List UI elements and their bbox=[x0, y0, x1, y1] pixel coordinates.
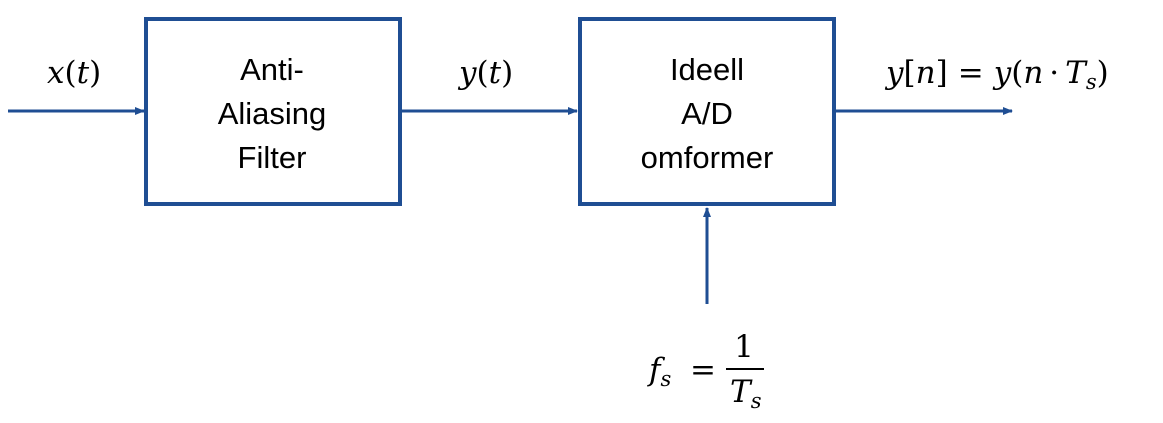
anti-aliasing-filter-label-line-1: Anti- bbox=[240, 52, 304, 87]
ad-converter-label-line-3: omformer bbox=[641, 140, 774, 175]
ad-converter-label-line-1: Ideell bbox=[670, 52, 744, 87]
input-signal-label: x(t) bbox=[47, 55, 101, 91]
anti-aliasing-filter-block bbox=[144, 17, 402, 206]
ad-converter-label-line-2: A/D bbox=[681, 96, 733, 131]
sampling-frequency-formula: fs = 1 Ts bbox=[647, 329, 764, 413]
filtered-signal-label: y(t) bbox=[457, 55, 513, 91]
sampling-f-label: fs bbox=[647, 352, 671, 391]
sampling-equals: = bbox=[690, 352, 716, 388]
anti-aliasing-filter-label-line-3: Filter bbox=[238, 140, 307, 175]
anti-aliasing-filter-label-line-2: Aliasing bbox=[218, 96, 327, 131]
output-signal-label: y[n]=y(n·Ts) bbox=[884, 55, 1109, 94]
ad-converter-block bbox=[578, 17, 836, 206]
sampling-denominator: Ts bbox=[730, 374, 762, 413]
sampling-numerator: 1 bbox=[734, 329, 754, 365]
